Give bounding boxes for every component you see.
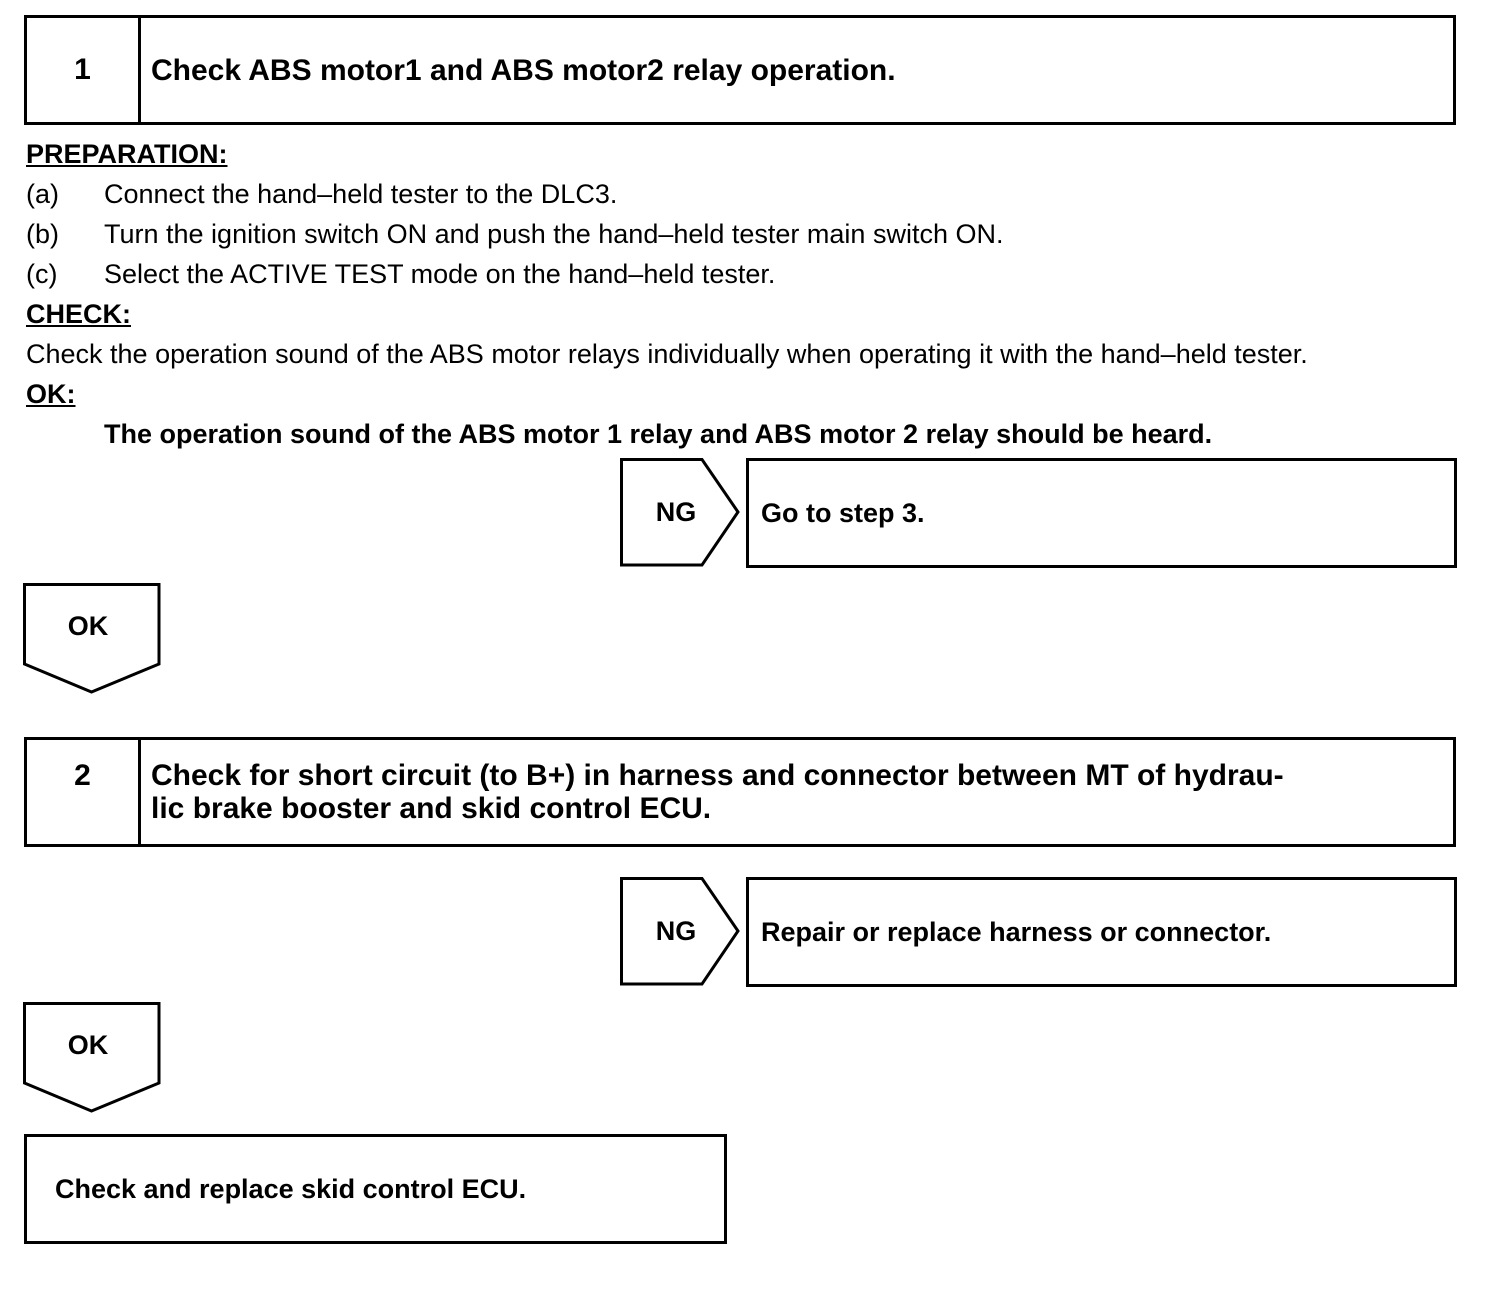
preparation-item-a: (a) Connect the hand–held tester to the D… — [26, 179, 617, 209]
final-action-box: Check and replace skid control ECU. — [24, 1134, 727, 1244]
item-letter: (c) — [26, 259, 58, 289]
ng-result-box: Repair or replace harness or connector. — [746, 877, 1457, 987]
check-text: Check the operation sound of the ABS mot… — [26, 339, 1308, 369]
ng-arrow-icon — [620, 458, 740, 567]
final-action-text: Check and replace skid control ECU. — [55, 1173, 527, 1204]
ng-result-box: Go to step 3. — [746, 458, 1457, 568]
step-1-number: 1 — [27, 18, 141, 122]
ok-arrow-icon — [23, 583, 161, 694]
step-2-title: Check for short circuit (to B+) in harne… — [151, 740, 1439, 844]
ok-arrow-icon — [23, 1002, 161, 1113]
item-text: Turn the ignition switch ON and push the… — [104, 219, 1004, 249]
ok-specification: The operation sound of the ABS motor 1 r… — [104, 419, 1213, 449]
ok-label: OK — [67, 1030, 109, 1060]
ok-label: OK — [67, 611, 109, 641]
item-letter: (b) — [26, 219, 59, 249]
item-text: Select the ACTIVE TEST mode on the hand–… — [104, 259, 776, 289]
ng-result-text: Go to step 3. — [761, 497, 925, 528]
step-2-title-line-2: lic brake booster and skid control ECU. — [151, 792, 712, 825]
ng-label: NG — [655, 916, 697, 946]
preparation-item-b: (b) Turn the ignition switch ON and push … — [26, 219, 1003, 249]
item-text: Connect the hand–held tester to the DLC3… — [104, 179, 618, 209]
step-1-box: 1 Check ABS motor1 and ABS motor2 relay … — [24, 15, 1456, 125]
item-letter: (a) — [26, 179, 59, 209]
ok-heading: OK: — [26, 379, 76, 409]
step-1-title: Check ABS motor1 and ABS motor2 relay op… — [151, 53, 896, 87]
check-heading: CHECK: — [26, 299, 131, 329]
ng-arrow-icon — [620, 877, 740, 986]
ng-label: NG — [655, 497, 697, 527]
step-2-box: 2 Check for short circuit (to B+) in har… — [24, 737, 1456, 847]
step-2-title-line-1: Check for short circuit (to B+) in harne… — [151, 759, 1284, 792]
preparation-heading: PREPARATION: — [26, 139, 228, 169]
preparation-item-c: (c) Select the ACTIVE TEST mode on the ha… — [26, 259, 775, 289]
step-2-number: 2 — [27, 740, 141, 844]
ng-result-text: Repair or replace harness or connector. — [761, 916, 1272, 947]
